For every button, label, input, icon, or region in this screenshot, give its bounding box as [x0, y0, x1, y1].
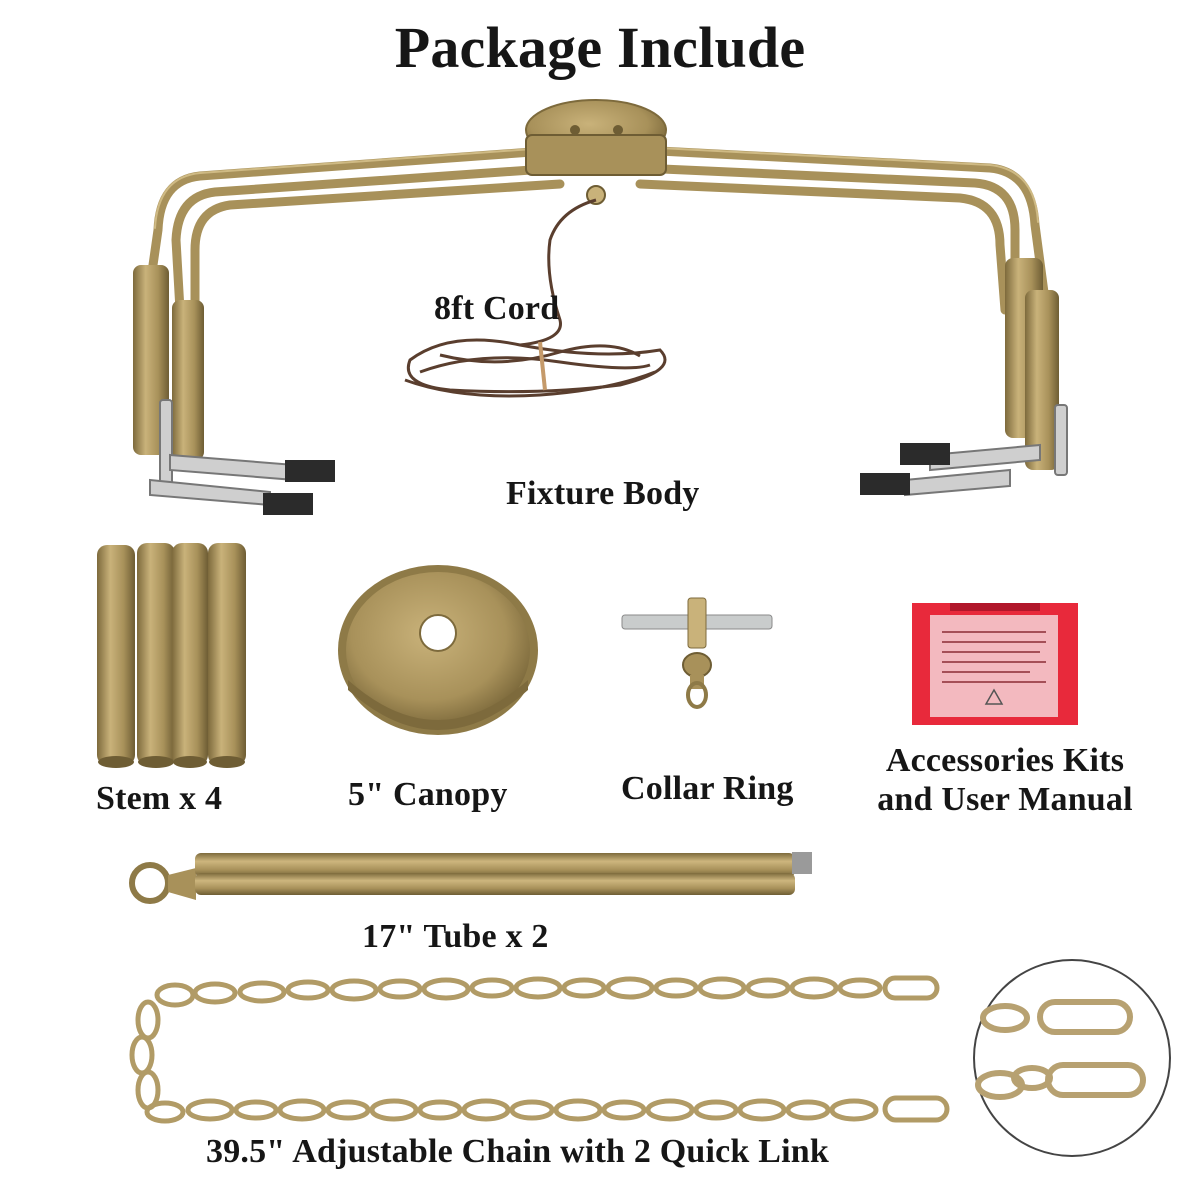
manual-image — [912, 603, 1078, 725]
accessories-label-line2: and User Manual — [877, 781, 1133, 818]
chain-image — [129, 975, 950, 1124]
accessories-label: Accessories Kits and User Manual — [850, 741, 1160, 819]
tube-image — [129, 852, 812, 904]
canopy-label: 5" Canopy — [348, 776, 508, 813]
collar-ring-image — [621, 597, 773, 709]
stem-label: Stem x 4 — [96, 780, 223, 817]
cord-image — [404, 198, 667, 398]
page-title: Package Include — [394, 15, 806, 80]
fixture-body-image — [133, 99, 1068, 515]
cord-label: 8ft Cord — [434, 290, 560, 327]
canopy-image — [338, 565, 538, 735]
tube-label: 17" Tube x 2 — [362, 918, 549, 955]
stem-image — [97, 543, 246, 768]
collar-ring-label: Collar Ring — [621, 770, 794, 807]
accessories-label-line1: Accessories Kits — [885, 742, 1125, 779]
quick-link-detail-image — [973, 959, 1171, 1157]
fixture-body-label: Fixture Body — [506, 475, 700, 512]
chain-label: 39.5" Adjustable Chain with 2 Quick Link — [206, 1133, 829, 1170]
